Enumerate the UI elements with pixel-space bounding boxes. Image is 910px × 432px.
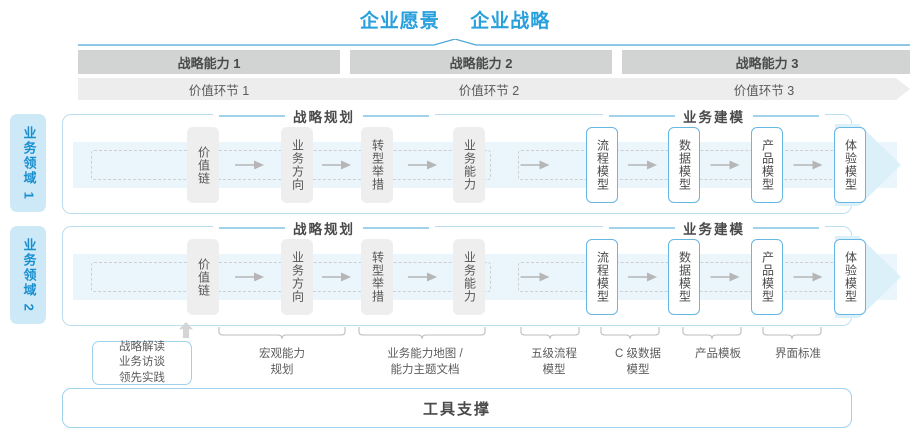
section-rule-right bbox=[363, 115, 429, 117]
process-box-6[interactable]: 数据模型 bbox=[668, 239, 700, 315]
step-arrow-3-icon bbox=[408, 160, 437, 170]
section-title-label: 业务建模 bbox=[683, 110, 745, 125]
deliverable-label-6: 产品模板 bbox=[695, 348, 741, 360]
process-box-7[interactable]: 产品模型 bbox=[751, 127, 783, 203]
step-arrow-2-icon bbox=[322, 160, 351, 170]
section-rule-right bbox=[753, 115, 819, 117]
vision-strategy-header: 企业愿景 企业战略 bbox=[0, 6, 910, 33]
deliverable-label-1: 战略解读 业务访谈 领先实践 bbox=[92, 341, 192, 385]
section-rule-left bbox=[609, 227, 675, 229]
step-arrow-5-icon bbox=[628, 160, 657, 170]
domain-badge-1-label: 业务领域 1 bbox=[21, 125, 37, 201]
step-arrow-6-icon bbox=[710, 160, 740, 170]
capability-band: 战略能力 1 战略能力 2 战略能力 3 bbox=[78, 50, 910, 74]
value-stage-cell-3: 价值环节 3 bbox=[618, 78, 910, 100]
value-stage-cell-2: 价值环节 2 bbox=[346, 78, 632, 100]
process-box-6[interactable]: 数据模型 bbox=[668, 127, 700, 203]
process-box-1[interactable]: 价值链 bbox=[187, 127, 219, 203]
step-arrow-1-icon bbox=[235, 160, 264, 170]
brace-connector-5-icon bbox=[682, 327, 742, 340]
section-title-2: 业务建模 bbox=[603, 106, 825, 126]
brace-connector-3-icon bbox=[520, 327, 580, 340]
domain-row-2: 价值链 业务方向 转型举措 业务能力 流程模型 数据模型 产品模型 体验模型 战略规划 业务建模 bbox=[62, 218, 901, 326]
deliverable-label-7: 界面标准 bbox=[775, 348, 821, 360]
section-rule-left bbox=[219, 227, 285, 229]
brace-connector-2-icon bbox=[358, 327, 486, 340]
section-rule-right bbox=[753, 227, 819, 229]
header-divider bbox=[0, 38, 910, 50]
section-title-label: 业务建模 bbox=[683, 222, 745, 237]
tool-support-label: 工具支撑 bbox=[422, 400, 491, 418]
capability-cell-3: 战略能力 3 bbox=[622, 50, 910, 74]
deliverable-label-2: 宏观能力 规划 bbox=[259, 348, 305, 376]
enterprise-vision-title: 企业愿景 bbox=[359, 11, 440, 32]
process-box-7[interactable]: 产品模型 bbox=[751, 239, 783, 315]
section-title-label: 战略规划 bbox=[293, 110, 355, 125]
step-arrow-7-icon bbox=[793, 160, 823, 170]
process-box-2[interactable]: 业务方向 bbox=[281, 127, 313, 203]
deliverable-label-5: C 级数据 模型 bbox=[615, 348, 661, 376]
step-arrow-4-icon bbox=[520, 272, 550, 282]
domain-badge-1: 业务领域 1 bbox=[10, 114, 46, 212]
enterprise-strategy-title: 企业战略 bbox=[470, 11, 551, 32]
step-arrow-4-icon bbox=[520, 160, 550, 170]
brace-connector-6-icon bbox=[762, 327, 822, 340]
brace-connector-1-icon bbox=[218, 327, 346, 340]
tool-support-banner: 工具支撑 bbox=[62, 388, 852, 428]
step-arrow-3-icon bbox=[408, 272, 437, 282]
deliverable-label-4: 五级流程 模型 bbox=[531, 348, 577, 376]
brace-connector-4-icon bbox=[600, 327, 660, 340]
process-box-4[interactable]: 业务能力 bbox=[453, 127, 485, 203]
step-arrow-1-icon bbox=[235, 272, 264, 282]
section-title-1: 战略规划 bbox=[213, 106, 435, 126]
process-box-4[interactable]: 业务能力 bbox=[453, 239, 485, 315]
process-box-5[interactable]: 流程模型 bbox=[586, 127, 618, 203]
process-box-5[interactable]: 流程模型 bbox=[586, 239, 618, 315]
process-box-2[interactable]: 业务方向 bbox=[281, 239, 313, 315]
section-rule-right bbox=[363, 227, 429, 229]
domain-badge-2: 业务领域 2 bbox=[10, 226, 46, 324]
process-box-1[interactable]: 价值链 bbox=[187, 239, 219, 315]
section-title-label: 战略规划 bbox=[293, 222, 355, 237]
header-divider-icon bbox=[78, 38, 910, 46]
step-arrow-6-icon bbox=[710, 272, 740, 282]
deliverable-label-3: 业务能力地图 / 能力主题文档 bbox=[387, 348, 463, 376]
domain-badge-2-label: 业务领域 2 bbox=[21, 237, 37, 313]
step-arrow-5-icon bbox=[628, 272, 657, 282]
domain-row-1: 价值链 业务方向 转型举措 业务能力 流程模型 数据模型 产品模型 体验模型 战略规划 业务建模 bbox=[62, 106, 901, 214]
process-box-3[interactable]: 转型举措 bbox=[361, 127, 393, 203]
section-rule-left bbox=[609, 115, 675, 117]
value-stage-cell-1: 价值环节 1 bbox=[78, 78, 360, 100]
process-box-3[interactable]: 转型举措 bbox=[361, 239, 393, 315]
step-arrow-7-icon bbox=[793, 272, 823, 282]
process-box-8[interactable]: 体验模型 bbox=[834, 127, 866, 203]
section-rule-left bbox=[219, 115, 285, 117]
step-arrow-2-icon bbox=[322, 272, 351, 282]
process-box-8[interactable]: 体验模型 bbox=[834, 239, 866, 315]
section-title-2: 业务建模 bbox=[603, 218, 825, 238]
capability-cell-1: 战略能力 1 bbox=[78, 50, 340, 74]
capability-cell-2: 战略能力 2 bbox=[350, 50, 612, 74]
section-title-1: 战略规划 bbox=[213, 218, 435, 238]
